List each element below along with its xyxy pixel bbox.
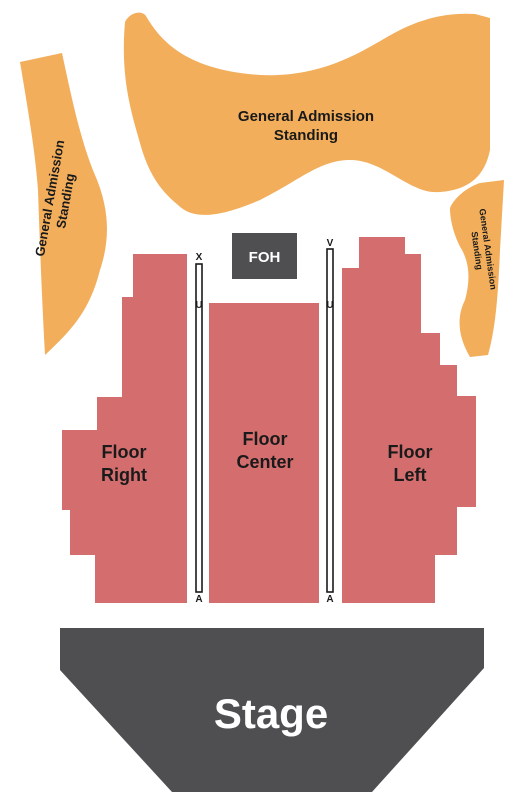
row-marker-a-left: A xyxy=(195,594,202,605)
row-marker-v: V xyxy=(327,238,334,249)
ga-top-section[interactable] xyxy=(123,12,490,215)
ga-left-section[interactable] xyxy=(20,53,107,355)
floor-center-section[interactable] xyxy=(209,303,319,603)
row-marker-x: X xyxy=(196,252,203,263)
foh-label: FOH xyxy=(249,249,281,266)
right-aisle xyxy=(326,248,334,593)
stage xyxy=(60,628,484,792)
row-marker-a-right: A xyxy=(326,594,333,605)
stage-label: Stage xyxy=(214,690,328,737)
row-marker-u-right: U xyxy=(326,300,333,311)
ga-right-section[interactable] xyxy=(450,180,504,357)
foh-booth xyxy=(232,233,297,279)
left-aisle xyxy=(195,263,203,593)
row-marker-u-left: U xyxy=(195,300,202,311)
floor-right-section[interactable] xyxy=(62,254,187,603)
floor-left-section[interactable] xyxy=(342,237,476,603)
